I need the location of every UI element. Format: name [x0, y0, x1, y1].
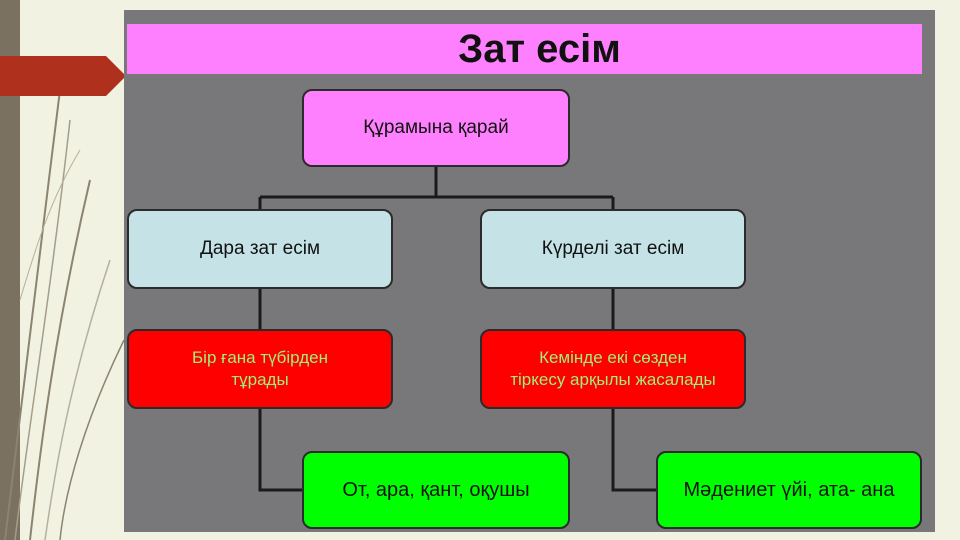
simple-noun-node: Дара зат есім: [127, 209, 393, 289]
simple-noun-examples: От, ара, қант, оқушы: [302, 451, 570, 529]
compound-noun-examples: Мәдениет үйі, ата- ана: [656, 451, 922, 529]
simple-noun-definition: Бір ғана түбірден тұрады: [127, 329, 393, 409]
decorative-curves: [4, 89, 125, 540]
root-node: Құрамына қарай: [302, 89, 570, 167]
compound-noun-node: Күрделі зат есім: [480, 209, 746, 289]
title-bar: Зат есім: [127, 24, 922, 74]
compound-noun-definition: Кемінде екі сөзден тіркесу арқылы жасала…: [480, 329, 746, 409]
slide-title: Зат есім: [458, 26, 621, 71]
slide-side-strip: [0, 0, 20, 540]
accent-arrow-tab: [0, 56, 126, 96]
